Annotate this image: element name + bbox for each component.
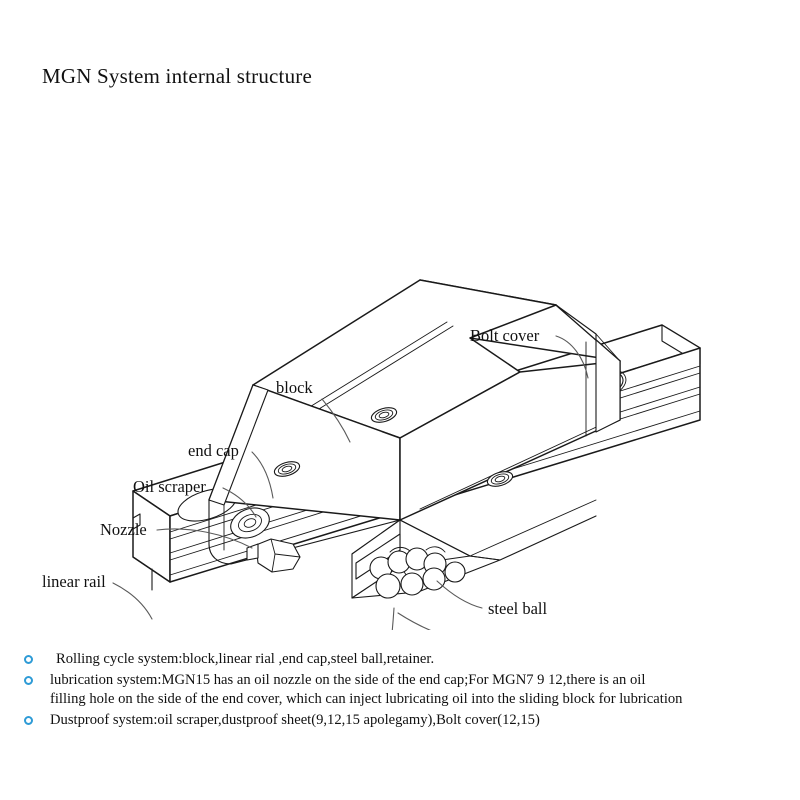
callout-label-nozzle: Nozzle xyxy=(100,520,147,539)
note-line: Rolling cycle system:block,linear rial ,… xyxy=(56,651,435,667)
callout-leaders xyxy=(112,335,589,630)
leader-oil-scraper xyxy=(222,487,257,518)
steel-ball xyxy=(444,561,466,583)
block-thread-hole-1 xyxy=(370,407,398,423)
note-item-lubrication-system: lubrication system:MGN15 has an oil nozz… xyxy=(24,671,784,710)
block-thread-hole-3 xyxy=(486,471,514,487)
carriage-block-part xyxy=(208,279,621,599)
callout-label-linear-rail: linear rail xyxy=(42,572,106,591)
oil-scraper-part xyxy=(230,507,270,539)
callout-label-bolt-cover: Bolt cover xyxy=(470,326,540,345)
page-title: MGN System internal structure xyxy=(42,64,313,88)
notes-list: Rolling cycle system:block,linear rial ,… xyxy=(24,650,784,731)
note-item-rolling-cycle-system: Rolling cycle system:block,linear rial ,… xyxy=(24,650,784,670)
retainer-strip xyxy=(355,533,401,580)
callout-label-oil-scraper: Oil scraper xyxy=(133,477,206,496)
block-thread-hole-2 xyxy=(273,461,301,477)
callout-label-steel-ball: steel ball xyxy=(488,599,548,618)
leader-end-cap xyxy=(251,451,274,499)
circle-icon xyxy=(24,655,33,664)
mgn-linear-guide-svg: .ln { fill:none; stroke:#1a1a1a; stroke-… xyxy=(42,279,701,630)
bullet-icon xyxy=(24,711,50,725)
nozzle-part xyxy=(246,538,301,573)
callout-labels: Bolt cover block end cap Oil scraper Noz… xyxy=(42,326,548,618)
steel-ball xyxy=(375,573,401,599)
bullet-icon xyxy=(24,671,50,685)
diagram-figure: .ln { fill:none; stroke:#1a1a1a; stroke-… xyxy=(0,120,800,630)
bullet-icon xyxy=(24,650,50,664)
end-cap-plate xyxy=(208,384,269,506)
steel-ball xyxy=(422,567,446,591)
note-line: Dustproof system:oil scraper,dustproof s… xyxy=(50,711,540,728)
leader-steel-ball xyxy=(436,580,483,609)
callout-label-end-cap: end cap xyxy=(188,441,239,460)
circle-icon xyxy=(24,715,33,725)
leader-dustproof-sheet xyxy=(397,612,432,630)
note-item-dustproof-system: Dustproof system:oil scraper,dustproof s… xyxy=(24,711,784,731)
leader-linear-rail xyxy=(112,582,153,620)
leader-nozzle xyxy=(156,528,253,549)
leader-block xyxy=(321,398,351,443)
callout-label-block: block xyxy=(276,378,313,397)
note-line: lubrication system:MGN15 has an oil nozz… xyxy=(50,671,646,688)
steel-ball xyxy=(400,572,424,596)
leader-bolt-cover xyxy=(555,335,589,379)
circle-icon xyxy=(24,675,33,685)
leader-retainer xyxy=(391,607,395,630)
note-line: filling hole on the side of the end cove… xyxy=(50,691,683,707)
cutaway-section xyxy=(351,519,501,599)
